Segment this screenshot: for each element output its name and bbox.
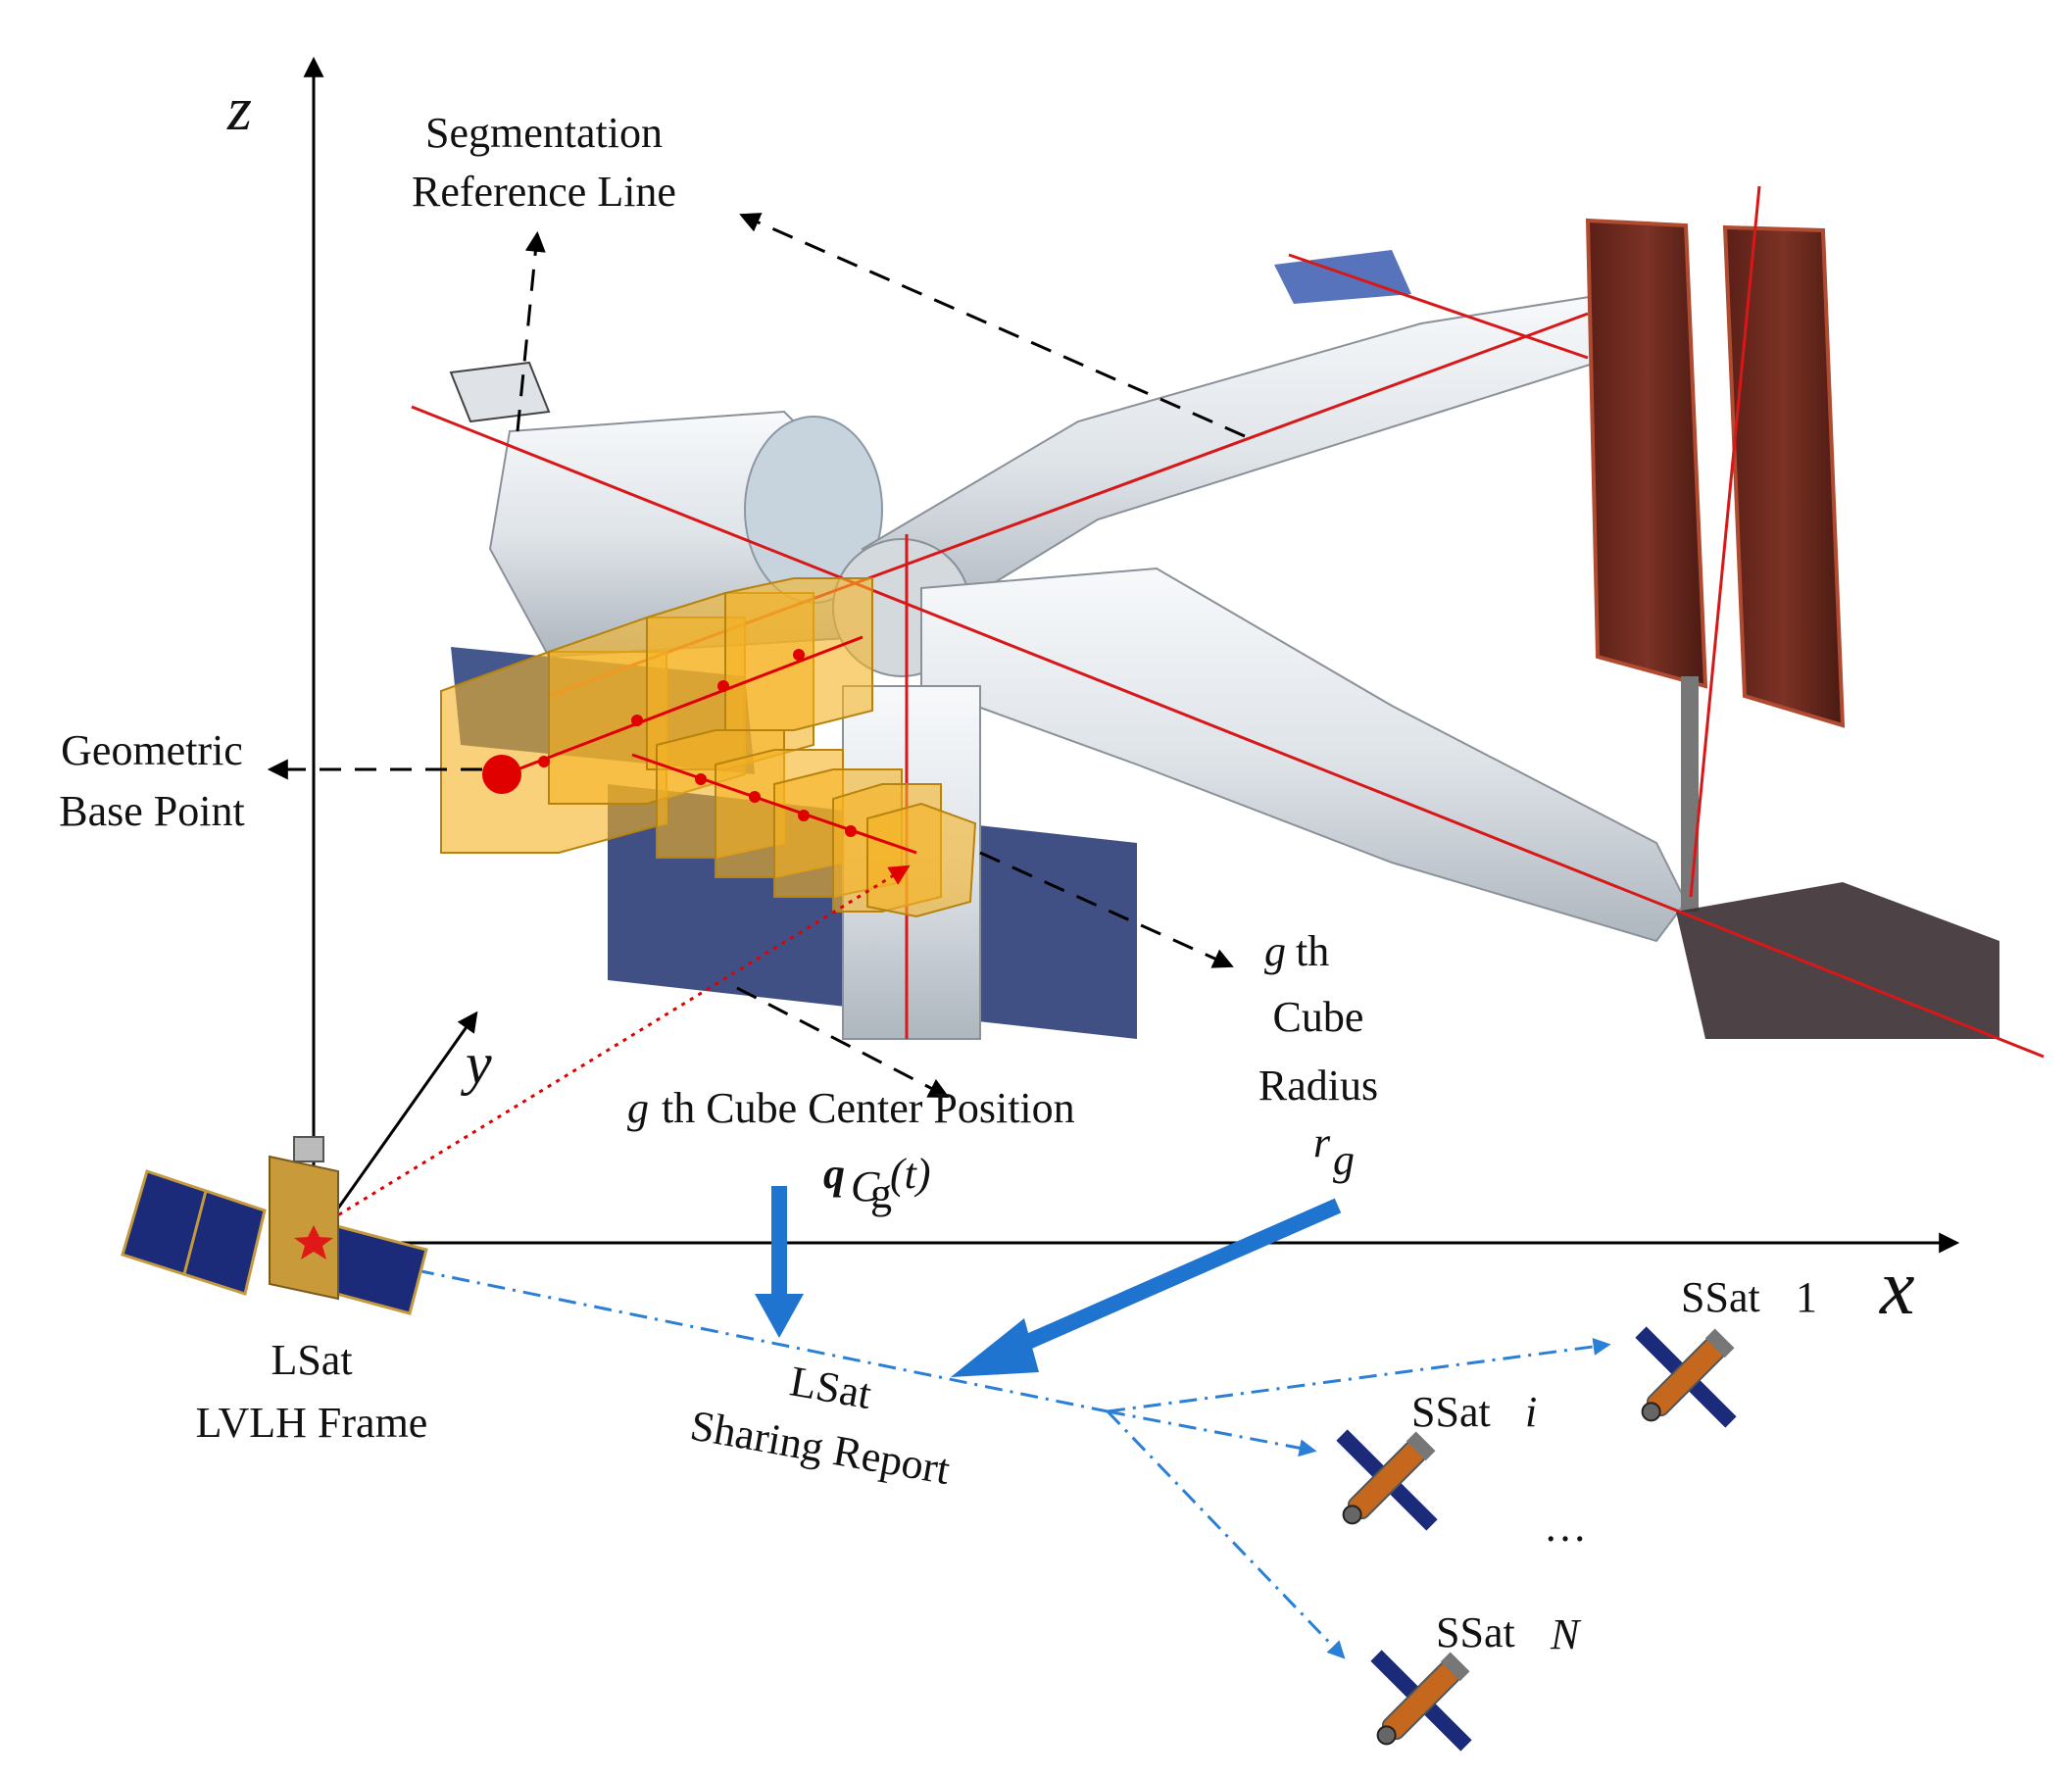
q-argument: (t) bbox=[890, 1150, 931, 1198]
ssati-label-prefix: SSat bbox=[1411, 1388, 1491, 1436]
center-pos-g: g bbox=[627, 1084, 649, 1132]
station-hatch-grid bbox=[449, 361, 551, 423]
ssat1-label-prefix: SSat bbox=[1681, 1273, 1760, 1321]
cube-center-point-2 bbox=[631, 715, 643, 726]
ssat-1-icon bbox=[1635, 1326, 1737, 1428]
lsat-panel-divider bbox=[182, 1190, 208, 1275]
x-axis-label: x bbox=[1879, 1245, 1915, 1331]
lsat-frame-line1: LSat bbox=[271, 1336, 352, 1384]
broadcast-to-ssatn bbox=[1106, 1409, 1346, 1659]
seg-line-right-cross bbox=[1288, 253, 1589, 360]
blue-arrow-diag bbox=[1011, 1198, 1342, 1356]
q-subscript-g: g bbox=[870, 1169, 892, 1217]
sharing-label-line1: LSat bbox=[786, 1357, 874, 1418]
cube-center-point-5 bbox=[695, 773, 707, 785]
station-module-upper-right bbox=[861, 292, 1629, 629]
cube-center-point-7 bbox=[798, 810, 810, 821]
lsat-frame-line2: LVLH Frame bbox=[196, 1399, 428, 1447]
y-axis-label: y bbox=[460, 1031, 492, 1096]
cube-center-point-8 bbox=[845, 825, 857, 837]
lsat-satellite bbox=[121, 1136, 428, 1315]
ssatn-label-index: N bbox=[1550, 1610, 1582, 1658]
q-subscript-c: C bbox=[851, 1162, 880, 1210]
station-solar-panel-right-1 bbox=[1585, 218, 1708, 689]
annotation-arrows bbox=[267, 213, 1246, 1098]
station-truss bbox=[1681, 676, 1699, 912]
arrow-to-center-position bbox=[736, 986, 950, 1098]
blue-flow-arrows bbox=[755, 1186, 1342, 1377]
arrow-to-gth-radius bbox=[979, 851, 1234, 968]
geometric-label-line2: Base Point bbox=[59, 787, 244, 835]
segmentation-label-line2: Reference Line bbox=[412, 168, 676, 216]
sharing-label-line2: Sharing Report bbox=[687, 1401, 954, 1494]
ssat-i-icon bbox=[1336, 1429, 1438, 1531]
geometric-base-point bbox=[482, 755, 521, 794]
seg-line-right-vertical bbox=[1689, 185, 1761, 898]
r-g-subscript: g bbox=[1333, 1136, 1355, 1184]
cube-center-line-upper bbox=[504, 635, 863, 776]
position-vector-dotted bbox=[313, 864, 911, 1232]
space-station-image bbox=[449, 218, 1999, 1040]
gth-cube-label-cube: Cube bbox=[1273, 993, 1364, 1041]
r-g-symbol: r bbox=[1313, 1118, 1331, 1166]
lsat-antenna bbox=[293, 1136, 324, 1162]
cube-center-point-6 bbox=[749, 791, 761, 803]
segmentation-label-line1: Segmentation bbox=[425, 109, 663, 157]
y-axis bbox=[312, 1011, 478, 1244]
broadcast-to-ssat1 bbox=[1107, 1337, 1611, 1413]
broadcast-links bbox=[416, 1268, 1611, 1659]
center-pos-text: th Cube Center Position bbox=[662, 1084, 1075, 1132]
station-module-lower-right bbox=[920, 567, 1688, 943]
ssati-label-index: i bbox=[1525, 1388, 1537, 1436]
arrow-to-segmentation-diag bbox=[739, 213, 1246, 438]
gth-cube-label-radius: Radius bbox=[1258, 1062, 1378, 1110]
geometric-label-line1: Geometric bbox=[61, 726, 243, 774]
ssat1-label-index: 1 bbox=[1796, 1273, 1817, 1321]
q-symbol: q bbox=[823, 1150, 845, 1198]
blue-arrow-down-head bbox=[755, 1294, 804, 1338]
cube-center-point-4 bbox=[793, 649, 805, 661]
seg-line-main-diagonal bbox=[411, 405, 2045, 1059]
station-solar-panel-lower-right bbox=[1676, 882, 1999, 1039]
cube-center-line-lower bbox=[631, 753, 917, 855]
ssat-ellipsis: … bbox=[1544, 1503, 1587, 1551]
z-axis-label: z bbox=[226, 74, 252, 143]
cube-centers bbox=[482, 635, 917, 855]
broadcast-main bbox=[416, 1268, 1109, 1413]
cube-center-point-3 bbox=[717, 680, 729, 692]
gth-cube-label-g: g bbox=[1264, 927, 1286, 975]
lvlh-axes bbox=[303, 56, 1960, 1254]
ssat-n-icon bbox=[1370, 1650, 1472, 1752]
cube-lower-5-gth bbox=[866, 802, 977, 918]
lsat-origin-star bbox=[294, 1225, 333, 1259]
cube-center-point-1 bbox=[538, 756, 550, 767]
station-panel-top bbox=[1274, 250, 1411, 304]
gth-cube-label-th: th bbox=[1296, 927, 1329, 975]
station-solar-panel-right-2 bbox=[1722, 224, 1846, 728]
blue-arrow-diag-head bbox=[951, 1318, 1039, 1377]
lsat-body bbox=[269, 1155, 339, 1301]
ssatn-label-prefix: SSat bbox=[1436, 1608, 1515, 1656]
